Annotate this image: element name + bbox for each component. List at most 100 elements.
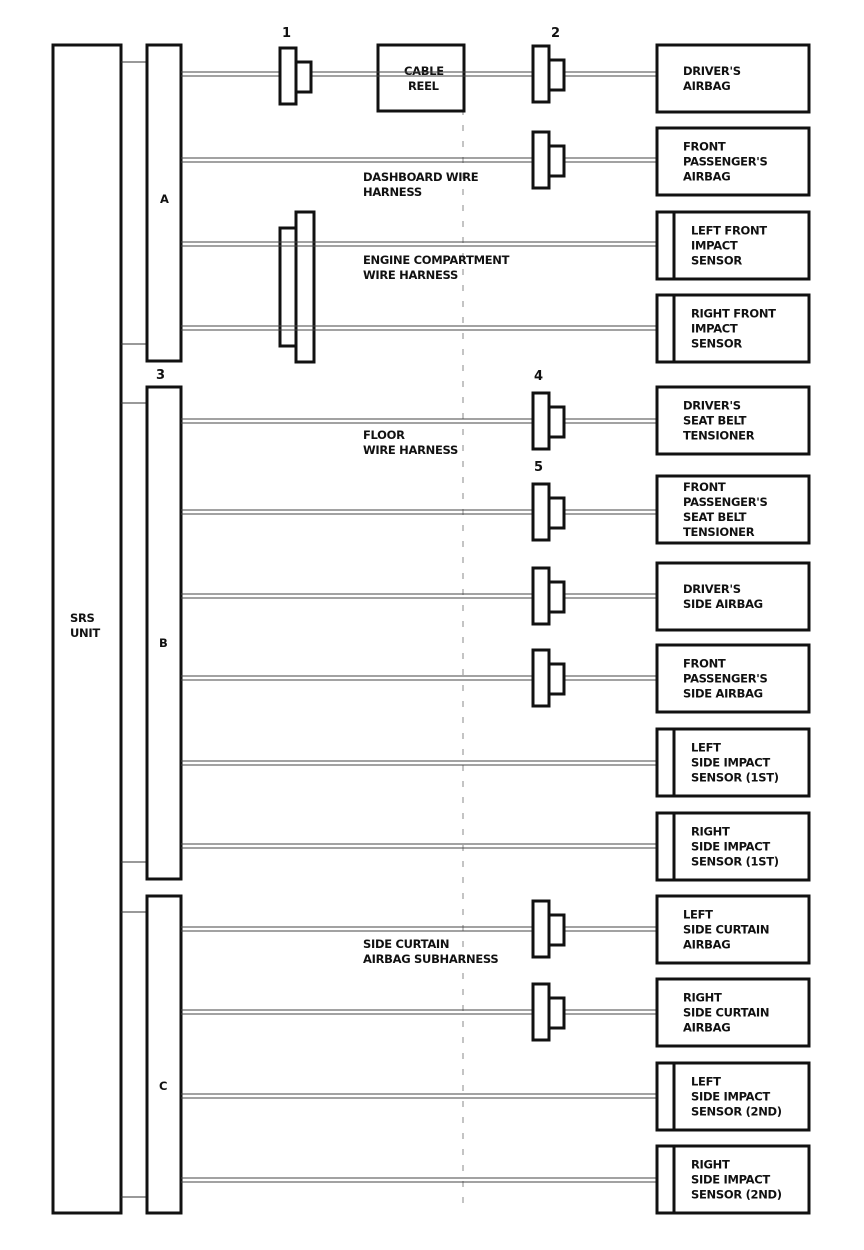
component-label: LEFT [691, 1075, 721, 1089]
component-box [655, 1061, 811, 1132]
cable-reel-label-2: REEL [408, 79, 440, 93]
dashboard-harness-label: DASHBOARD WIRE [363, 170, 479, 184]
component-label: FRONT [683, 140, 726, 154]
connector-a-label: A [160, 192, 169, 206]
callout-5: 5 [534, 460, 543, 475]
srs-unit-label-2: UNIT [70, 626, 100, 640]
component-box [655, 474, 811, 545]
component-connector-tab [547, 405, 566, 439]
component-connector-tab [547, 496, 566, 530]
component-connector-body [531, 566, 551, 626]
component-label: AIRBAG [683, 79, 730, 93]
component-label: IMPACT [691, 322, 738, 336]
floor-harness-label: FLOOR [363, 428, 405, 442]
component-label: RIGHT [691, 1158, 730, 1172]
component-connector-body [531, 44, 551, 104]
component-label: RIGHT [683, 991, 722, 1005]
floor-harness-label-2: WIRE HARNESS [363, 443, 458, 457]
component-label: SIDE CURTAIN [683, 923, 769, 937]
connector-1-body [278, 46, 298, 106]
connector-b-label: B [159, 636, 167, 650]
component-connector-body [531, 899, 551, 959]
component-connector-tab [547, 662, 566, 696]
engine-compartment-connector-inner [294, 210, 316, 364]
callout-2: 2 [551, 26, 560, 41]
component-label: TENSIONER [683, 429, 755, 443]
component-label: LEFT [683, 908, 713, 922]
component-connector-tab [547, 58, 566, 92]
component-label: SIDE AIRBAG [683, 687, 763, 701]
component-connector-body [531, 482, 551, 542]
component-label: DRIVER'S [683, 582, 741, 596]
component-box [655, 894, 811, 965]
component-connector-tab [547, 144, 566, 178]
side-curtain-harness-label: SIDE CURTAIN [363, 937, 449, 951]
component-box [655, 811, 811, 882]
component-label: LEFT FRONT [691, 224, 767, 238]
component-connector-body [531, 391, 551, 451]
component-connector-body [531, 648, 551, 708]
component-label: FRONT [683, 480, 726, 494]
component-label: PASSENGER'S [683, 495, 767, 509]
cable-reel-label: CABLE [404, 64, 444, 78]
engine-harness-label-2: WIRE HARNESS [363, 268, 458, 282]
component-label: PASSENGER'S [683, 155, 767, 169]
component-label: DRIVER'S [683, 399, 741, 413]
component-label: IMPACT [691, 239, 738, 253]
component-box [655, 126, 811, 197]
component-connector-tab [547, 580, 566, 614]
component-box [655, 385, 811, 456]
component-label: AIRBAG [683, 1021, 730, 1035]
component-label: SIDE AIRBAG [683, 597, 763, 611]
connector-b-block [145, 385, 183, 881]
component-connector-tab [547, 913, 566, 947]
component-label: FRONT [683, 657, 726, 671]
component-label: AIRBAG [683, 170, 730, 184]
component-box [655, 977, 811, 1048]
component-box [655, 210, 811, 281]
component-label: SENSOR [691, 337, 742, 351]
component-label: TENSIONER [683, 525, 755, 539]
component-label: SIDE IMPACT [691, 1173, 770, 1187]
callout-3: 3 [156, 368, 165, 383]
component-box [655, 1144, 811, 1215]
component-label: SEAT BELT [683, 414, 747, 428]
component-connector-body [531, 130, 551, 190]
dashboard-harness-label-2: HARNESS [363, 185, 422, 199]
component-label: SENSOR (1ST) [691, 771, 779, 785]
component-label: PASSENGER'S [683, 672, 767, 686]
side-curtain-harness-label-2: AIRBAG SUBHARNESS [363, 952, 498, 966]
connector-a-block [145, 43, 183, 363]
component-connector-tab [547, 996, 566, 1030]
component-label: SENSOR (2ND) [691, 1105, 782, 1119]
srs-unit-label: SRS [70, 611, 95, 625]
callout-4: 4 [534, 369, 543, 384]
component-label: DRIVER'S [683, 64, 741, 78]
connector-1-tab [294, 60, 313, 94]
component-label: SENSOR (2ND) [691, 1188, 782, 1202]
component-label: SIDE CURTAIN [683, 1006, 769, 1020]
component-label: SIDE IMPACT [691, 756, 770, 770]
component-label: SIDE IMPACT [691, 840, 770, 854]
component-box [655, 643, 811, 714]
component-label: RIGHT [691, 825, 730, 839]
component-box [655, 561, 811, 632]
cable-reel-box [376, 43, 466, 113]
component-label: RIGHT FRONT [691, 307, 776, 321]
component-label: SEAT BELT [683, 510, 747, 524]
component-label: AIRBAG [683, 938, 730, 952]
component-label: LEFT [691, 741, 721, 755]
component-connector-body [531, 982, 551, 1042]
component-box [655, 43, 811, 114]
component-box [655, 293, 811, 364]
engine-harness-label: ENGINE COMPARTMENT [363, 253, 510, 267]
component-label: SENSOR [691, 254, 742, 268]
connector-c-label: C [159, 1079, 167, 1093]
srs-unit-box [51, 43, 123, 1215]
component-label: SIDE IMPACT [691, 1090, 770, 1104]
component-label: SENSOR (1ST) [691, 855, 779, 869]
connector-c-block [145, 894, 183, 1215]
component-box [655, 727, 811, 798]
callout-1: 1 [282, 26, 291, 41]
